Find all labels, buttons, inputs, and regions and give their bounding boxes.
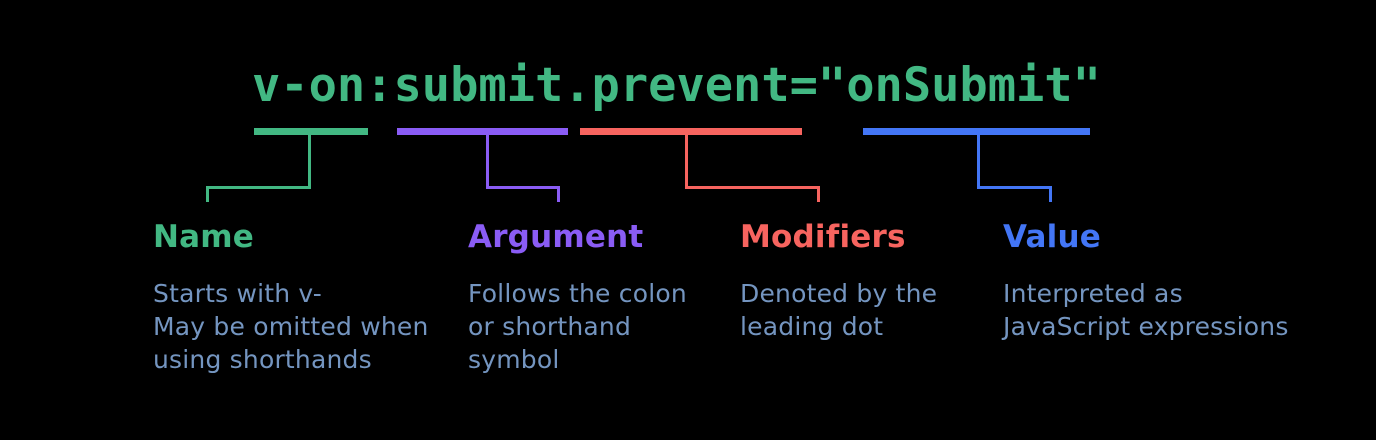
modifiers-connector-vertical: [685, 135, 688, 187]
name-underline-bar: [254, 128, 368, 135]
name-description: Starts with v- May be omitted when using…: [153, 279, 429, 374]
modifiers-connector-stub: [817, 186, 820, 202]
value-connector-stub: [1049, 186, 1052, 202]
name-connector-stub: [206, 186, 209, 202]
code-snippet: v-on:submit.prevent="onSubmit": [252, 58, 1101, 113]
name-label: Name: [153, 219, 254, 255]
argument-underline-bar: [397, 128, 568, 135]
name-connector-horizontal: [206, 186, 311, 189]
argument-label: Argument: [468, 219, 644, 255]
name-connector-vertical: [308, 135, 311, 187]
modifiers-description: Denoted by the leading dot: [740, 279, 938, 341]
modifiers-connector-horizontal: [685, 186, 820, 189]
value-label: Value: [1003, 219, 1101, 255]
argument-connector-stub: [557, 186, 560, 202]
value-connector-horizontal: [977, 186, 1052, 189]
value-description: Interpreted as JavaScript expressions: [1003, 279, 1289, 341]
value-underline-bar: [863, 128, 1090, 135]
value-connector-vertical: [977, 135, 980, 187]
argument-connector-horizontal: [486, 186, 560, 189]
argument-description: Follows the colon or shorthand symbol: [468, 279, 687, 374]
argument-connector-vertical: [486, 135, 489, 187]
modifiers-label: Modifiers: [740, 219, 906, 255]
modifiers-underline-bar: [580, 128, 802, 135]
